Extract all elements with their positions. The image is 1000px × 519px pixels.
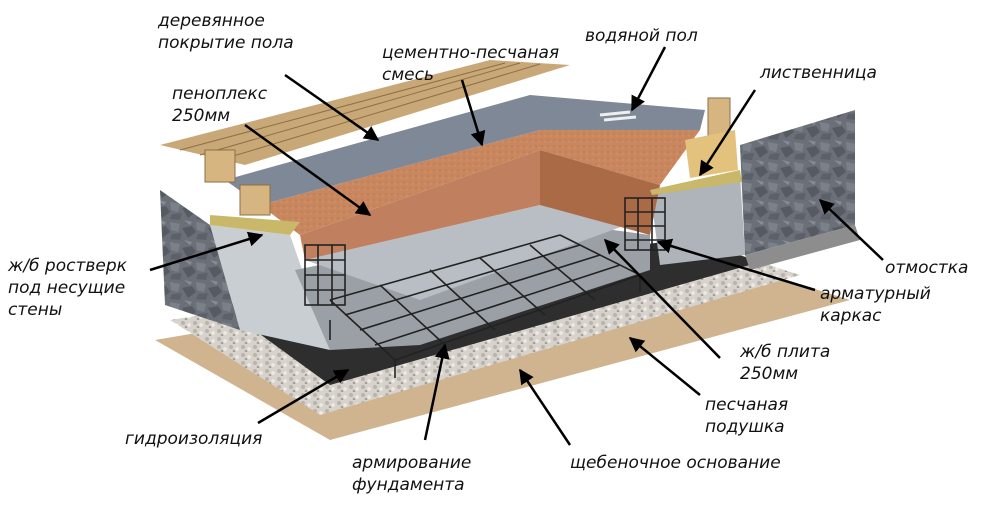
label-sand-cushion: песчаная подушка <box>705 395 789 437</box>
arrow-waterproofing <box>257 368 350 425</box>
arrow-larch <box>698 89 757 177</box>
arrow-cement-sand <box>460 79 486 147</box>
stone-wall-right <box>740 110 855 255</box>
label-foundation-reinforcement: армирование фундамента <box>352 453 472 495</box>
label-cement-sand: цементно-песчаная смесь <box>382 43 560 85</box>
label-gravel-base: щебеночное основание <box>570 453 781 473</box>
slab-top <box>305 205 640 300</box>
penoplex-cut-right <box>540 150 660 235</box>
otmostka-right <box>745 225 860 270</box>
rostverk-left-side <box>160 190 240 330</box>
water-floor-pipes <box>599 110 637 122</box>
larch-beam-left <box>204 149 236 183</box>
arrow-wood-floor <box>284 73 380 142</box>
label-otmostka: отмостка <box>885 258 969 278</box>
arrow-gravel-base <box>518 368 572 446</box>
rostverk-right-front <box>650 175 745 265</box>
pointer-arrows <box>149 46 884 446</box>
arrow-slab <box>603 238 721 359</box>
rebar-cage-left <box>304 244 346 306</box>
label-wood-floor: деревянное покрытие пола <box>158 11 294 53</box>
label-larch: лиственница <box>760 63 877 83</box>
larch-pad-left <box>210 215 300 235</box>
label-penoplex: пеноплекс 250мм <box>172 84 268 126</box>
label-waterproofing: гидроизоляция <box>125 429 263 449</box>
arrow-otmostka <box>818 198 884 261</box>
label-water-floor: водяной пол <box>585 26 698 46</box>
rebar-cage-right <box>624 197 666 251</box>
foundation-rebar-grid <box>329 234 641 378</box>
larch-post-right <box>685 130 738 178</box>
penoplex-cut-left <box>300 150 540 260</box>
label-rostverk: ж/б ростверк под несущие стены <box>8 256 127 320</box>
arrow-rostverk <box>149 231 264 272</box>
screed-layer <box>225 95 705 205</box>
arrow-penoplex <box>244 123 372 217</box>
rostverk-left-front <box>210 225 330 350</box>
arrow-sand-cushion <box>628 337 701 396</box>
label-rebar-cage: арматурный каркас <box>820 284 931 326</box>
label-slab: ж/б плита 250мм <box>740 342 831 384</box>
larch-beam-left-2 <box>239 184 271 216</box>
larch-pad-right <box>650 170 742 195</box>
arrow-foundation-reinforcement <box>423 343 450 441</box>
arrow-rebar-cage <box>656 238 816 292</box>
arrow-water-floor <box>630 46 667 112</box>
